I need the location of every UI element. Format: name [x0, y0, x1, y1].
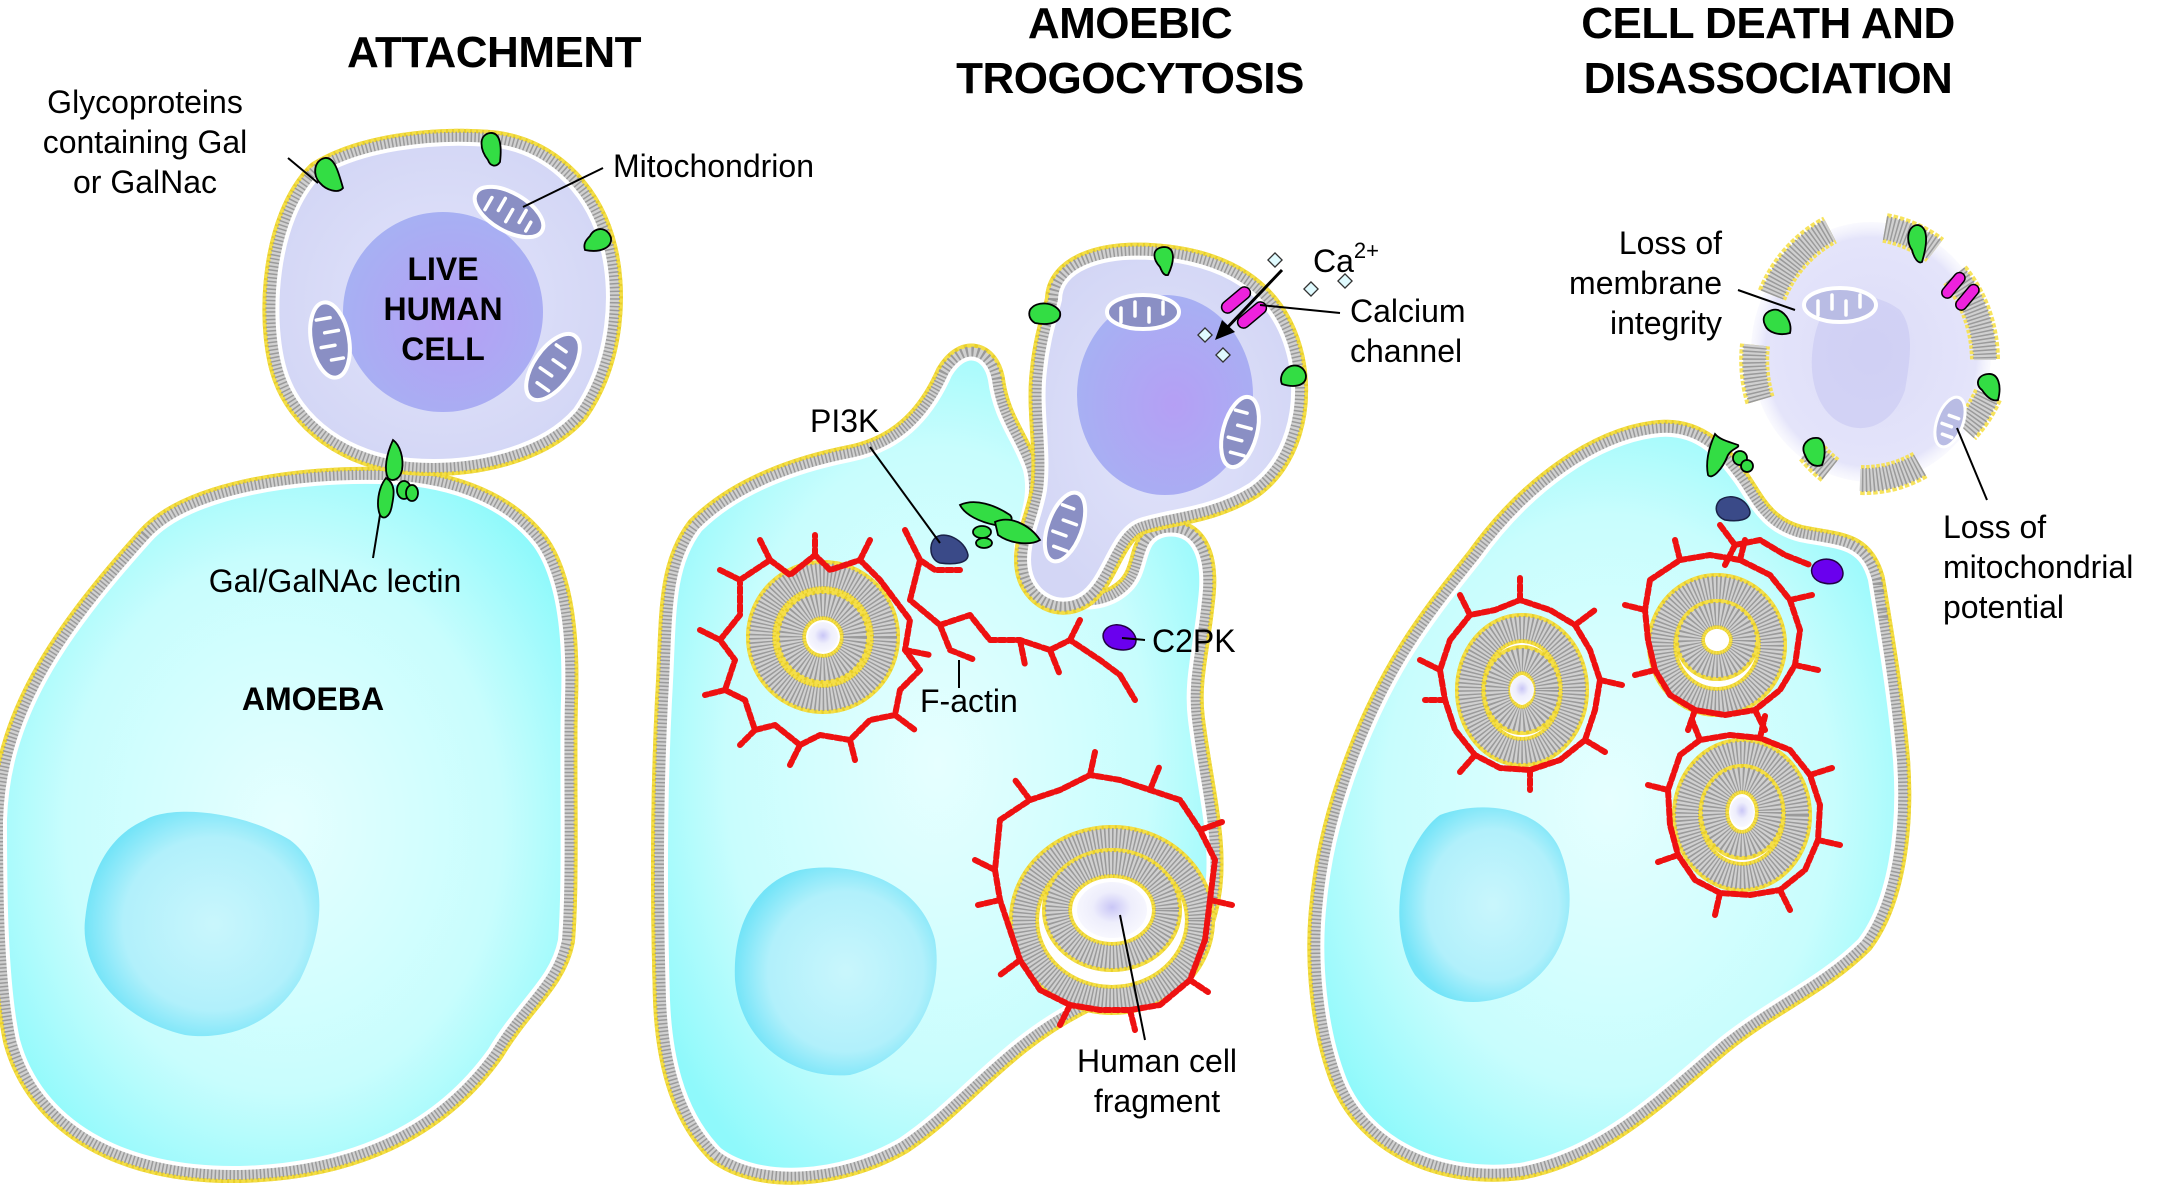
f-actin-network	[1417, 522, 1843, 918]
lectin-label: Gal/GalNAc lectin	[209, 563, 462, 599]
c2pk-leader-line	[1121, 637, 1146, 641]
c2pk-icon	[1810, 558, 1844, 585]
mitochondrion-label: Mitochondrion	[613, 148, 814, 184]
glycoprotein-icon	[583, 228, 612, 252]
c2pk-icon	[1102, 624, 1137, 651]
glycoprotein-icon	[1802, 437, 1826, 467]
mitochondrion-icon	[1802, 286, 1878, 324]
mitochondrion-icon	[308, 300, 352, 380]
live-human-cell: LIVE HUMAN CELL	[277, 133, 611, 461]
panel-title-cell-death-line2: DISASSOCIATION	[1584, 54, 1953, 103]
calcium-channel-icon	[1941, 271, 1980, 311]
mitochondrion-icon	[1042, 490, 1088, 564]
panel-title-trogocytosis-line1: AMOEBIC	[1028, 0, 1232, 48]
glycoproteins-label-line1: Glycoproteins	[47, 84, 243, 120]
calcium-channel-leader-line	[1259, 304, 1341, 314]
lectin-leader-line	[372, 514, 381, 559]
panel-attachment: LIVE HUMAN CELL	[5, 84, 814, 1168]
pi3k-icon	[1715, 496, 1751, 522]
gal-galnac-lectin-icon	[377, 438, 419, 519]
vesicle	[1647, 573, 1787, 717]
human-nucleus	[1077, 295, 1253, 495]
live-human-cell-label-line2: HUMAN	[383, 291, 502, 327]
gal-galnac-lectin-icon	[1706, 432, 1754, 478]
calcium-influx-arrow	[1223, 268, 1284, 332]
mitochondrion-leader-line	[522, 167, 604, 208]
amoeba-label: AMOEBA	[242, 681, 384, 717]
loss-mito-leader-line	[1956, 427, 1988, 501]
glycoprotein-icon	[480, 132, 502, 167]
glycoproteins-leader-line	[287, 157, 319, 184]
human-nucleus-fading	[1811, 295, 1910, 429]
calcium-ion-icon	[1337, 273, 1353, 289]
mitochondrion-icon	[472, 184, 546, 240]
vesicle	[1455, 613, 1589, 767]
pi3k-leader-line	[869, 446, 941, 544]
glycoprotein-icon	[1907, 224, 1927, 264]
amoeba-cell	[5, 482, 563, 1168]
loss-mito-label-line1: Loss of	[1943, 509, 2046, 545]
calcium-channel-label-line1: Calcium	[1350, 293, 1466, 329]
mitochondrion-icon	[1219, 394, 1261, 470]
human-cell-fragment-label-line2: fragment	[1094, 1083, 1220, 1119]
calcium-ion-icon	[1303, 281, 1319, 297]
human-cell-fragment-vesicle	[1009, 825, 1215, 1015]
glycoprotein-icon	[1762, 308, 1792, 336]
calcium-channel-label-line2: channel	[1350, 333, 1462, 369]
vesicle	[1672, 738, 1812, 892]
dying-human-cell	[1739, 213, 2002, 496]
mitochondrion-icon	[1105, 293, 1181, 331]
calcium-ion-icon	[1267, 252, 1283, 268]
glycoprotein-icon	[314, 157, 344, 192]
calcium-ion-icon	[1215, 347, 1231, 363]
human-cell-nibbled	[1028, 246, 1353, 600]
vesicle	[746, 560, 900, 714]
loss-mito-label-line2: mitochondrial	[1943, 549, 2133, 585]
glycoprotein-icon	[1280, 364, 1307, 387]
panel-title-cell-death-line1: CELL DEATH AND	[1581, 0, 1955, 48]
loss-membrane-label-line2: membrane	[1569, 265, 1722, 301]
loss-mito-label-line3: potential	[1943, 589, 2064, 625]
calcium-ion-icon	[1197, 327, 1213, 343]
calcium-channel-icon	[1220, 286, 1268, 329]
human-cell-fragment-leader-line	[1119, 914, 1146, 1041]
glycoprotein-icon	[1153, 246, 1174, 277]
c2pk-label: C2PK	[1152, 623, 1236, 659]
arrow-head-icon	[1215, 320, 1235, 340]
panel-title-trogocytosis-line2: TROGOCYTOSIS	[956, 54, 1304, 103]
glycoproteins-label-line3: or GalNac	[73, 164, 217, 200]
panel-trogocytosis: Ca2+ Calcium channel PI3K C2PK F-actin H…	[666, 238, 1466, 1170]
loss-membrane-label-line1: Loss of	[1619, 225, 1722, 261]
human-cell-fragment-label-line1: Human cell	[1077, 1043, 1237, 1079]
gal-galnac-lectin-icon	[958, 501, 1042, 549]
panel-title-attachment: ATTACHMENT	[347, 28, 642, 77]
f-actin-network	[697, 527, 1235, 1033]
loss-membrane-label-line3: integrity	[1610, 305, 1722, 341]
loss-membrane-leader-line	[1737, 289, 1796, 311]
panel-cell-death: Loss of membrane integrity Loss of mitoc…	[1322, 213, 2133, 1167]
human-nucleus	[343, 212, 543, 412]
glycoproteins-label-line2: containing Gal	[43, 124, 248, 160]
amoeba-nucleus	[1399, 807, 1570, 1002]
glycoprotein-icon	[1977, 373, 2001, 402]
live-human-cell-label-line3: CELL	[401, 331, 485, 367]
amoeba-nucleus	[734, 867, 937, 1076]
pi3k-label: PI3K	[810, 403, 879, 439]
mitochondrion-icon	[524, 332, 582, 402]
calcium-ion-label: Ca2+	[1313, 238, 1379, 279]
mitochondrion-icon	[1933, 395, 1967, 449]
amoeba-nucleus	[84, 811, 320, 1037]
f-actin-label: F-actin	[920, 683, 1018, 719]
glycoprotein-icon	[1028, 302, 1062, 325]
live-human-cell-label-line1: LIVE	[407, 251, 478, 287]
